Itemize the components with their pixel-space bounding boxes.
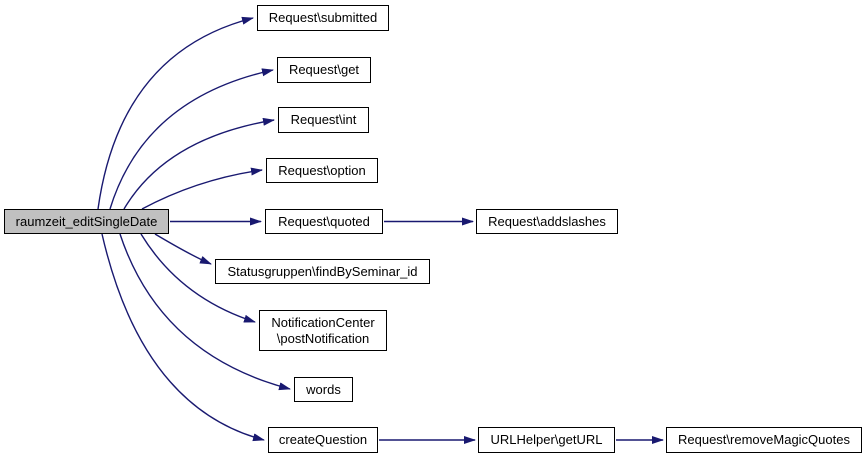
edge-root-to-words [119,233,291,391]
edge-root-to-notification [140,233,256,323]
node-request-addslashes[interactable]: Request\addslashes [476,209,618,234]
node-label-line2: \postNotification [276,330,370,346]
node-raumzeit-editsingledate[interactable]: raumzeit_editSingleDate [4,209,169,234]
node-request-get[interactable]: Request\get [277,57,371,83]
node-request-option[interactable]: Request\option [266,158,378,183]
node-request-removemagicquotes[interactable]: Request\removeMagicQuotes [666,427,862,453]
edge-root-to-submitted [97,16,254,210]
node-notificationcenter-postnotification[interactable]: NotificationCenter \postNotification [259,310,387,351]
node-request-quoted[interactable]: Request\quoted [265,209,383,234]
edge-root-to-get [109,68,274,210]
node-words[interactable]: words [294,377,353,402]
edge-root-to-int [123,117,275,210]
node-request-int[interactable]: Request\int [278,107,369,133]
node-statusgruppen-findbyseminar-id[interactable]: Statusgruppen\findBySeminar_id [215,259,430,284]
node-urlhelper-geturl[interactable]: URLHelper\getURL [478,427,615,453]
edge-root-to-statusgruppen [154,233,212,265]
edge-root-to-option [141,167,263,210]
edge-root-to-createquestion [101,233,265,442]
node-label-line1: NotificationCenter [271,314,375,330]
node-createquestion[interactable]: createQuestion [268,427,378,453]
node-request-submitted[interactable]: Request\submitted [257,5,389,31]
